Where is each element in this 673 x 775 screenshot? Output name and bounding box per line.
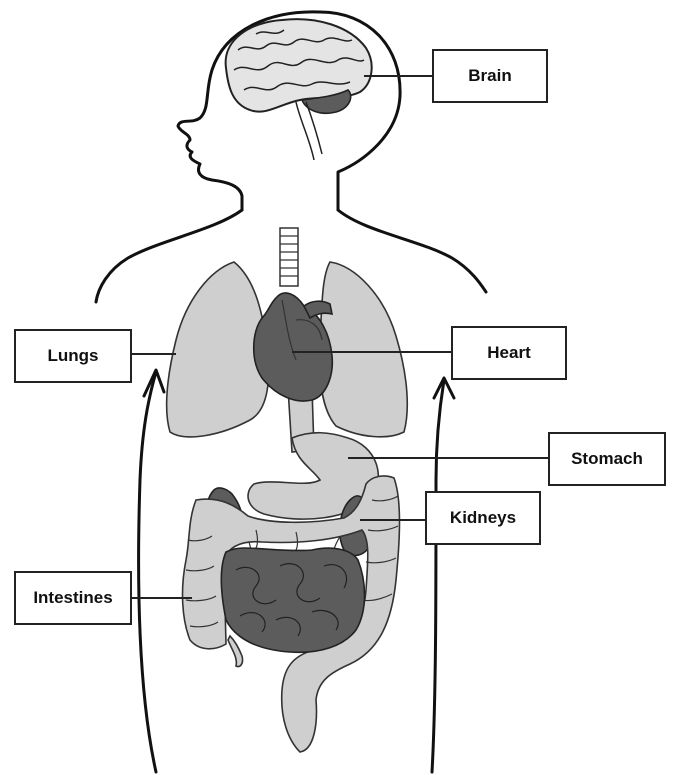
- brain-label: Brain: [432, 49, 548, 103]
- trachea: [280, 228, 298, 286]
- appendix: [228, 636, 243, 667]
- intestines-label: Intestines: [14, 571, 132, 625]
- right-lung: [320, 262, 408, 437]
- right-torso-line: [432, 380, 444, 772]
- heart-label: Heart: [451, 326, 567, 380]
- left-torso-line: [139, 372, 156, 772]
- kidneys-label: Kidneys: [425, 491, 541, 545]
- stomach-label: Stomach: [548, 432, 666, 486]
- lungs-label: Lungs: [14, 329, 132, 383]
